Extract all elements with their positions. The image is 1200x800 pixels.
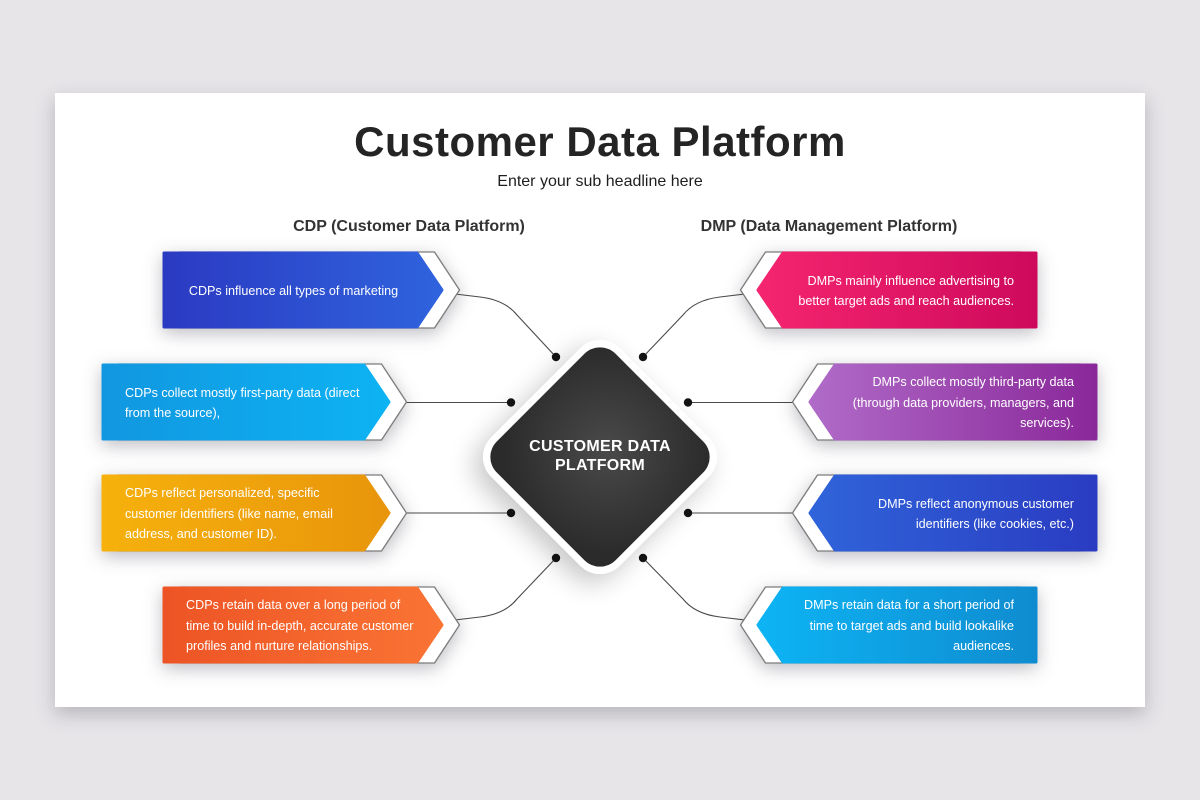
connector-dot xyxy=(638,553,648,563)
arrow-shape xyxy=(791,363,1098,441)
connector-dot xyxy=(638,352,648,362)
connector-line xyxy=(642,290,771,358)
arrow-fill xyxy=(101,474,391,552)
cdp-item-1: CDPs influence all types of marketing xyxy=(162,251,461,329)
cdp-item-4: CDPs retain data over a long period of t… xyxy=(162,586,461,664)
arrow-fill xyxy=(808,363,1098,441)
center-diamond-label: CUSTOMER DATA PLATFORM xyxy=(529,438,671,474)
connector-line xyxy=(642,557,771,624)
dmp-item-4: DMPs retain data for a short period of t… xyxy=(739,586,1038,664)
cdp-item-2-text: CDPs collect mostly first-party data (di… xyxy=(125,385,360,421)
dmp-item-3: DMPs reflect anonymous customer identifi… xyxy=(791,474,1098,552)
connector-dot xyxy=(506,508,516,518)
arrow-fill xyxy=(101,363,391,441)
connector-line xyxy=(429,290,557,358)
arrow-fill xyxy=(756,586,1038,664)
arrow-shape xyxy=(101,474,408,552)
connector-line xyxy=(429,557,557,624)
dmp-item-1-text: DMPs mainly influence advertising to bet… xyxy=(798,273,1014,309)
cdp-item-3: CDPs reflect personalized, specific cust… xyxy=(101,474,408,552)
connector-dot xyxy=(551,553,561,563)
arrow-fill xyxy=(756,251,1038,329)
arrow-shape xyxy=(739,586,1038,664)
arrow-shape xyxy=(101,363,408,441)
connector-dot xyxy=(551,352,561,362)
cdp-item-2: CDPs collect mostly first-party data (di… xyxy=(101,363,408,441)
cdp-item-1-text: CDPs influence all types of marketing xyxy=(188,283,399,298)
cdp-column-heading: CDP (Customer Data Platform) xyxy=(293,218,525,235)
cdp-item-3-text: CDPs reflect personalized, specific cust… xyxy=(125,486,333,542)
dmp-item-1: DMPs mainly influence advertising to bet… xyxy=(739,251,1038,329)
arrow-shape xyxy=(739,251,1038,329)
dmp-column-heading: DMP (Data Management Platform) xyxy=(700,218,958,235)
arrow-shape xyxy=(162,586,461,664)
arrow-shape xyxy=(162,251,461,329)
cdp-item-4-text: CDPs retain data over a long period of t… xyxy=(186,598,414,654)
connector-dot xyxy=(683,508,693,518)
connector-dot xyxy=(683,398,693,407)
dmp-item-2: DMPs collect mostly third-party data (th… xyxy=(791,363,1098,441)
connector-dot xyxy=(506,398,516,407)
arrow-fill xyxy=(162,251,444,329)
dmp-item-4-text: DMPs retain data for a short period of t… xyxy=(804,598,1014,654)
arrow-fill xyxy=(162,586,444,664)
page-subtitle: Enter your sub headline here xyxy=(497,173,703,190)
dmp-item-3-text: DMPs reflect anonymous customer identifi… xyxy=(878,496,1074,532)
page-title: Customer Data Platform xyxy=(354,118,846,165)
arrow-fill xyxy=(808,474,1098,552)
dmp-item-2-text: DMPs collect mostly third-party data (th… xyxy=(852,375,1074,431)
arrow-shape xyxy=(791,474,1098,552)
